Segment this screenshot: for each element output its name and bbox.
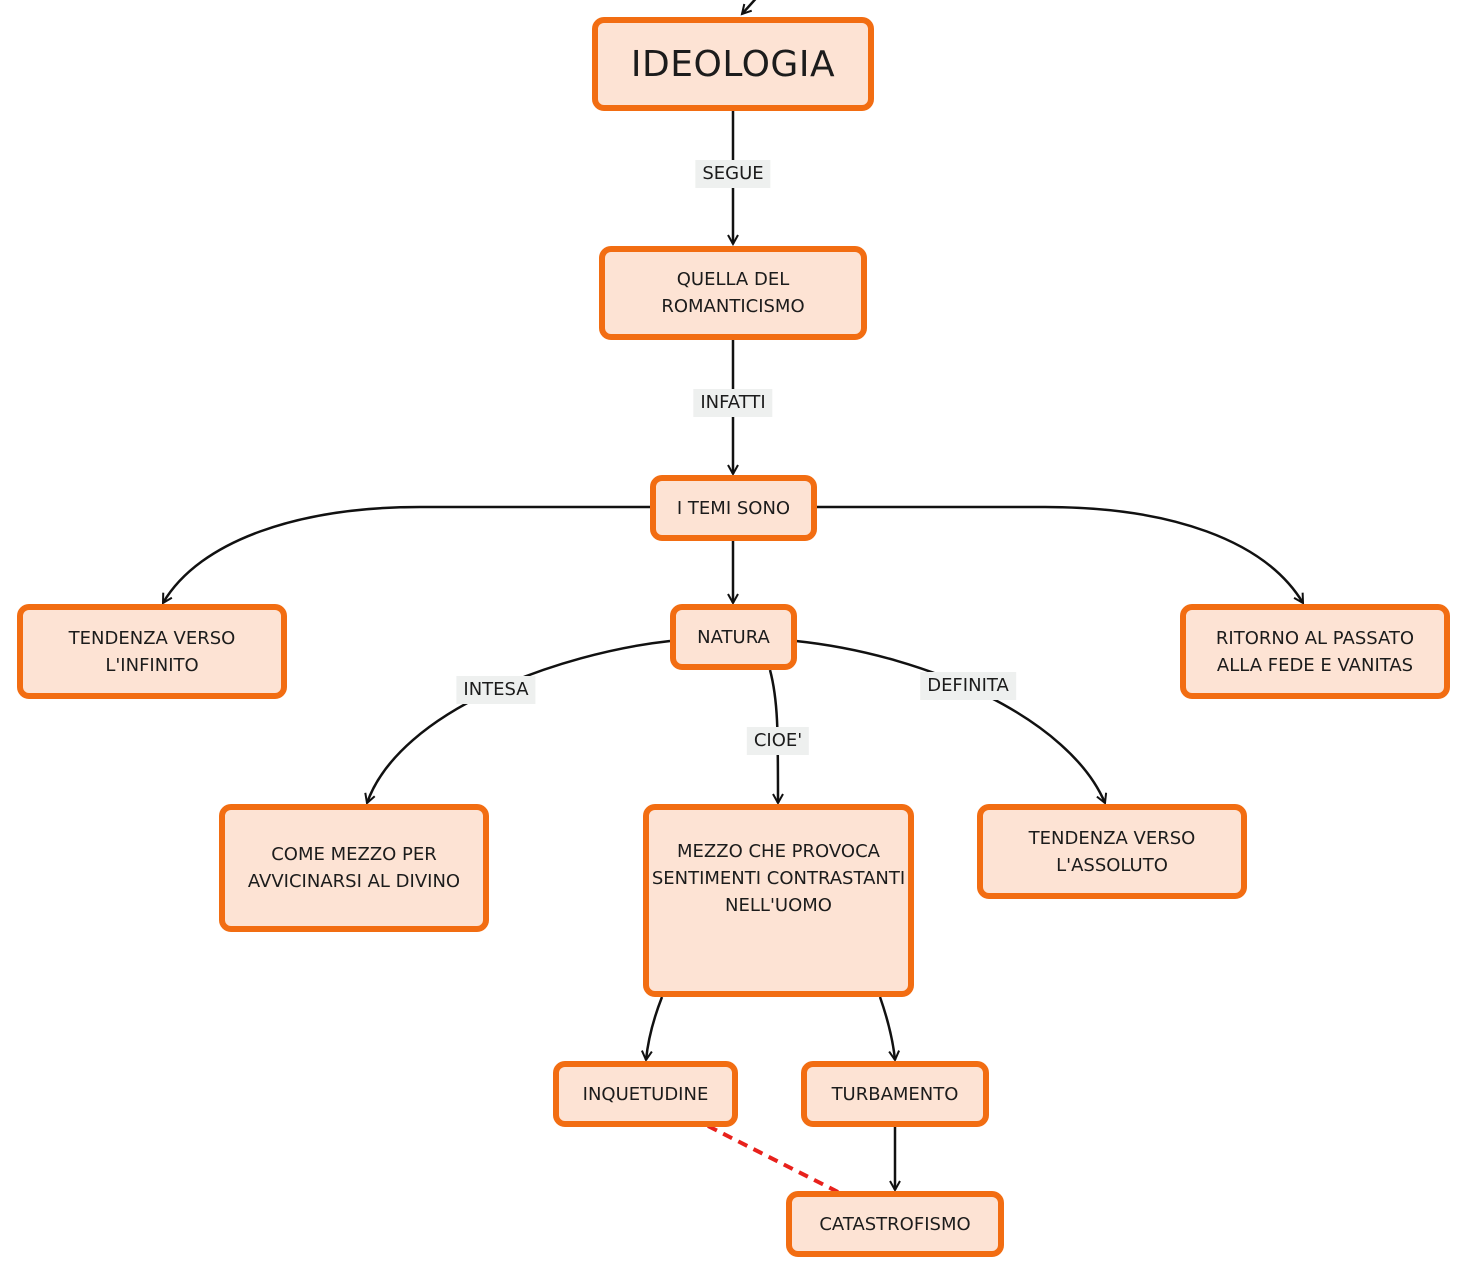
node-turbamento[interactable]: TURBAMENTO <box>801 1061 989 1127</box>
node-divino-label: COME MEZZO PER AVVICINARSI AL DIVINO <box>247 844 461 892</box>
node-sentimenti[interactable]: MEZZO CHE PROVOCA SENTIMENTI CONTRASTANT… <box>643 804 914 997</box>
link-natura-sentimenti <box>768 669 778 803</box>
node-natura[interactable]: NATURA <box>670 604 797 670</box>
node-infinito-label: TENDENZA VERSO L'INFINITO <box>68 627 236 676</box>
node-natura-label: NATURA <box>697 626 770 648</box>
link-natura-divino <box>367 639 671 803</box>
node-temi[interactable]: I TEMI SONO <box>650 475 817 541</box>
node-inquetudine[interactable]: INQUETUDINE <box>553 1061 738 1127</box>
node-catastrofismo-label: CATASTROFISMO <box>819 1213 971 1235</box>
link-sentimenti-turbamento <box>878 996 895 1060</box>
link-label-segue: SEGUE <box>695 160 771 188</box>
node-passato[interactable]: RITORNO AL PASSATO ALLA FEDE E VANITAS <box>1180 604 1450 699</box>
node-passato-label: RITORNO AL PASSATO ALLA FEDE E VANITAS <box>1215 627 1415 676</box>
incoming-link <box>742 0 757 14</box>
link-temi-infinito <box>161 505 650 603</box>
link-label-definita: DEFINITA <box>920 672 1016 700</box>
link-label-cioe: CIOE' <box>746 727 810 755</box>
link-temi-passato <box>816 505 1305 603</box>
node-infinito[interactable]: TENDENZA VERSO L'INFINITO <box>17 604 287 699</box>
link-sentimenti-inquetudine <box>646 996 664 1060</box>
node-divino[interactable]: COME MEZZO PER AVVICINARSI AL DIVINO <box>219 804 489 932</box>
node-romanticismo-label: QUELLA DEL ROMANTICISMO <box>661 269 805 317</box>
node-inquetudine-label: INQUETUDINE <box>582 1083 709 1105</box>
node-romanticismo[interactable]: QUELLA DEL ROMANTICISMO <box>599 246 867 340</box>
node-ideologia-label: IDEOLOGIA <box>630 43 836 85</box>
node-assoluto[interactable]: TENDENZA VERSO L'ASSOLUTO <box>977 804 1247 899</box>
link-natura-assoluto <box>795 639 1105 803</box>
node-catastrofismo[interactable]: CATASTROFISMO <box>786 1191 1004 1257</box>
node-temi-label: I TEMI SONO <box>676 497 791 519</box>
link-label-intesa: INTESA <box>456 676 536 704</box>
node-assoluto-label: TENDENZA VERSO L'ASSOLUTO <box>1028 827 1196 876</box>
node-turbamento-label: TURBAMENTO <box>831 1083 959 1105</box>
node-ideologia[interactable]: IDEOLOGIA <box>592 17 874 111</box>
link-label-infatti: INFATTI <box>693 389 773 417</box>
cross-link-inquetudine-catastrofismo <box>707 1124 839 1194</box>
node-sentimenti-label: MEZZO CHE PROVOCA SENTIMENTI CONTRASTANT… <box>651 841 906 916</box>
